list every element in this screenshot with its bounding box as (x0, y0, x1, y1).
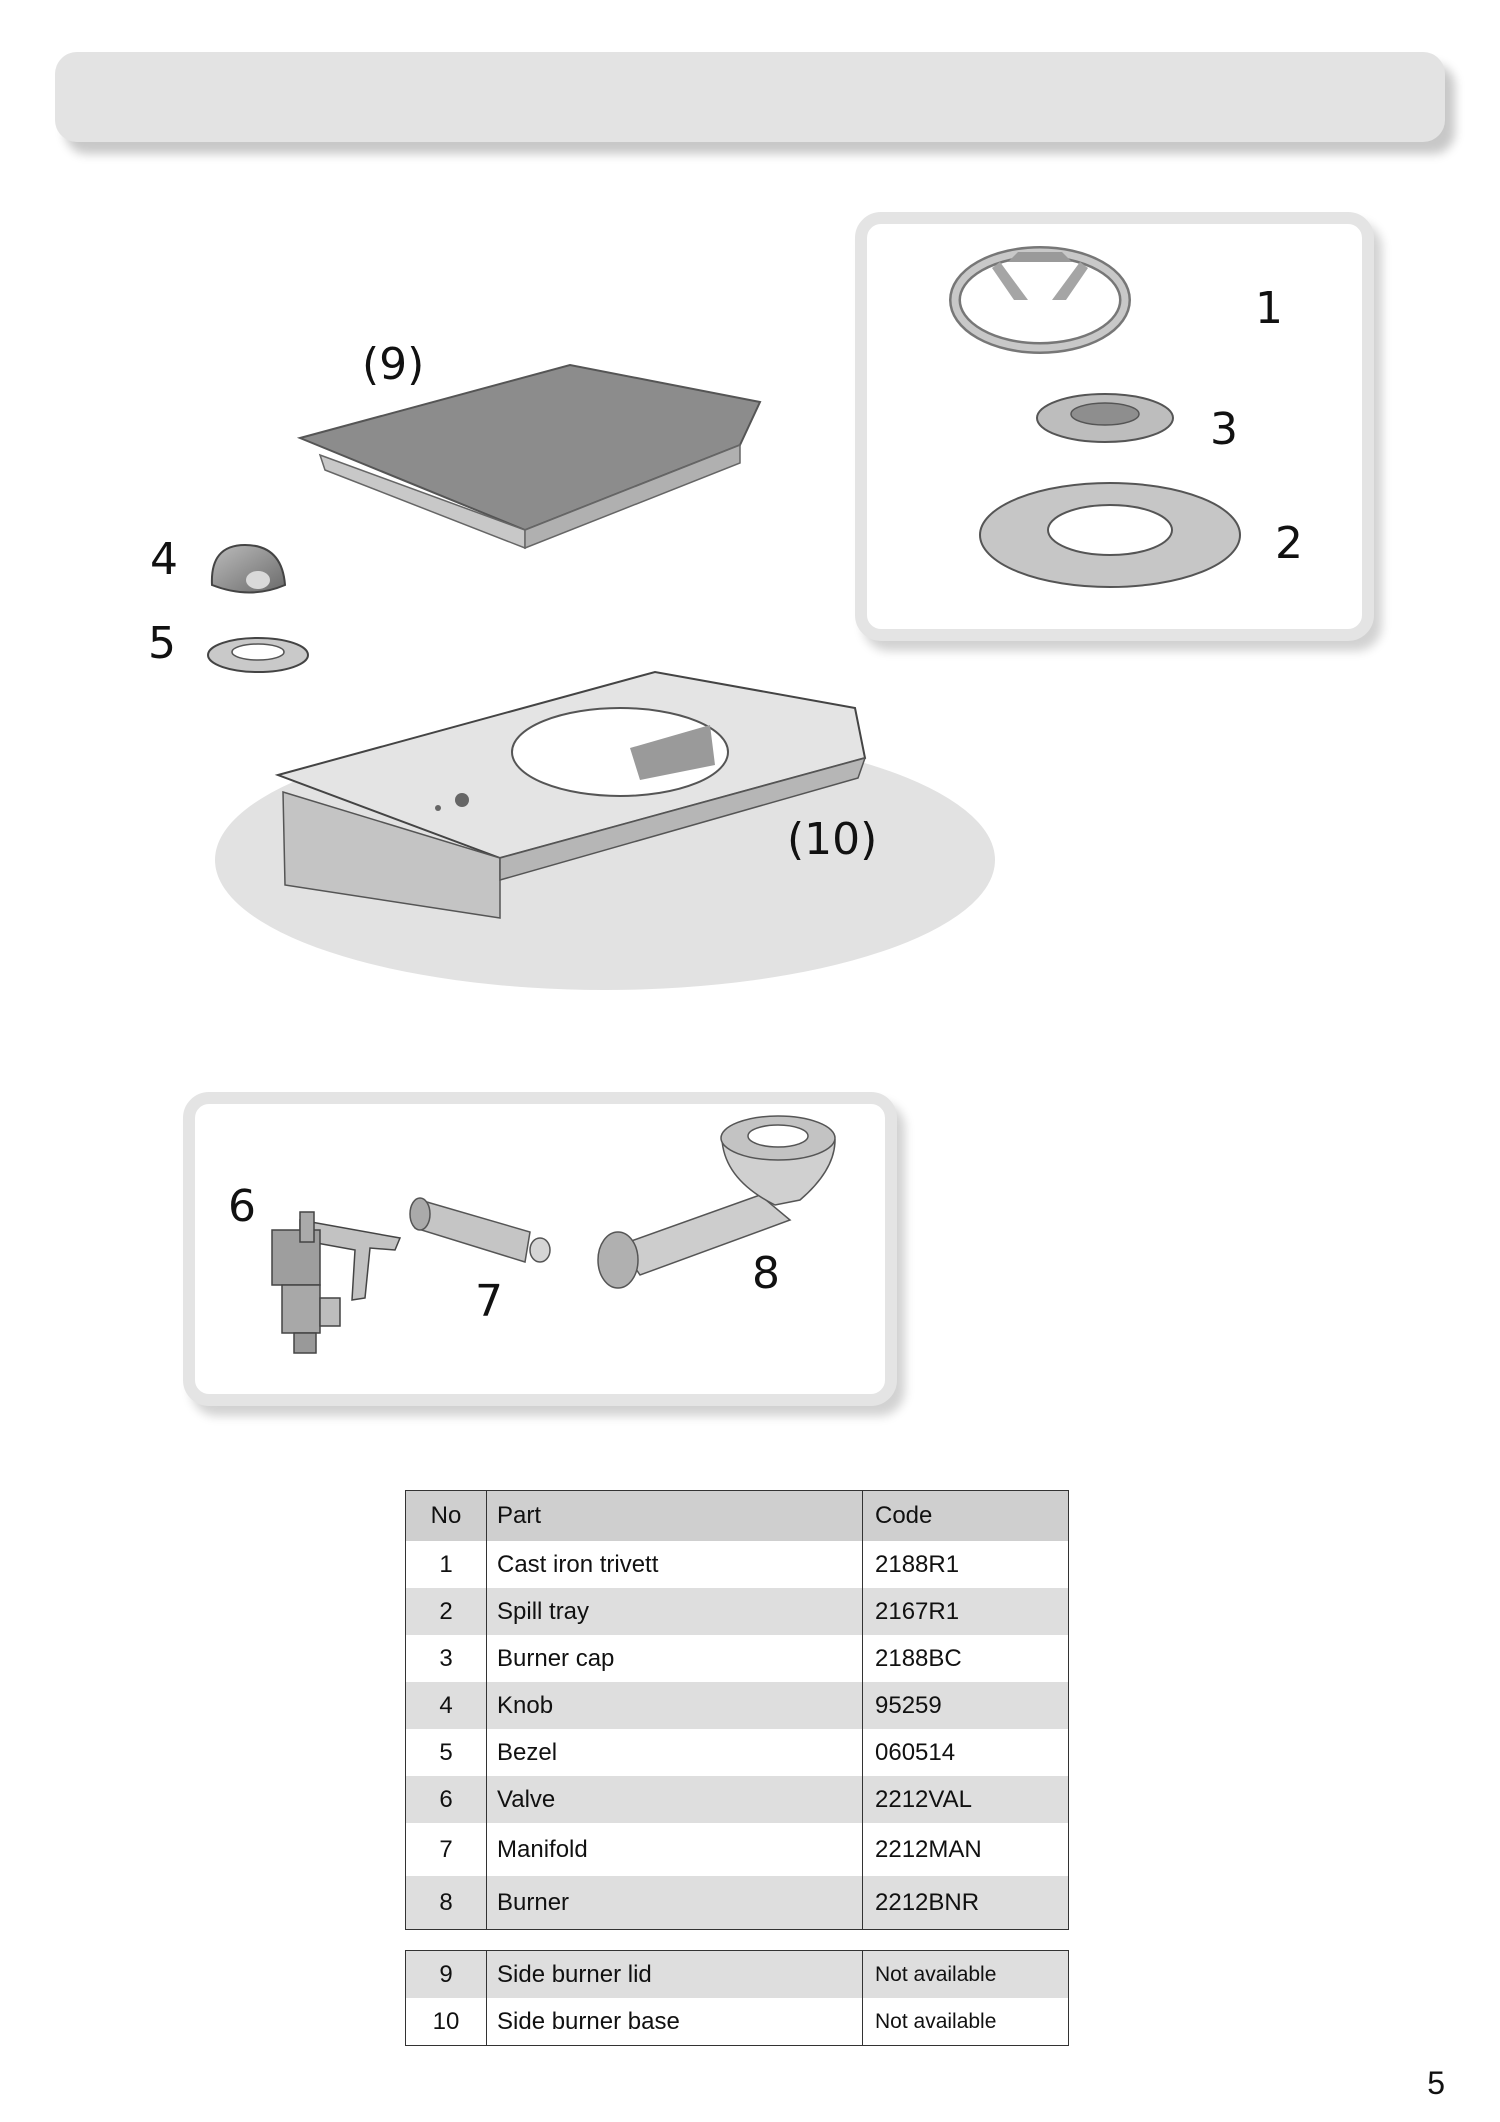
table-row: 7 Manifold 2212MAN (405, 1823, 1069, 1876)
unavailable-parts-table: 9 Side burner lid Not available 10 Side … (405, 1950, 1069, 2046)
table-row: 5 Bezel 060514 (405, 1729, 1069, 1776)
callout-3: 3 (1210, 404, 1238, 455)
row-code: 2167R1 (862, 1588, 1069, 1635)
row-code: Not available (862, 1998, 1069, 2046)
callout-1: 1 (1255, 283, 1283, 334)
callout-9: (9) (362, 339, 425, 390)
row-no: 6 (405, 1776, 487, 1823)
row-no: 2 (405, 1588, 487, 1635)
table-header-row: No Part Code (405, 1490, 1069, 1541)
row-no: 5 (405, 1729, 487, 1776)
row-part: Burner cap (486, 1635, 863, 1682)
row-part: Manifold (486, 1823, 863, 1876)
header-bar (55, 52, 1445, 142)
row-part: Spill tray (486, 1588, 863, 1635)
header-part: Part (486, 1490, 863, 1541)
row-no: 8 (405, 1876, 487, 1930)
callout-6: 6 (228, 1181, 256, 1232)
valve-drawing (271, 1211, 402, 1354)
row-part: Knob (486, 1682, 863, 1729)
row-no: 4 (405, 1682, 487, 1729)
row-no: 3 (405, 1635, 487, 1682)
table-row: 6 Valve 2212VAL (405, 1776, 1069, 1823)
table-row: 3 Burner cap 2188BC (405, 1635, 1069, 1682)
table-row: 10 Side burner base Not available (405, 1998, 1069, 2046)
trivet-drawing (949, 246, 1131, 354)
callout-4: 4 (150, 534, 178, 585)
manifold-drawing (409, 1197, 551, 1263)
table-row: 4 Knob 95259 (405, 1682, 1069, 1729)
side-burner-lid-drawing (296, 363, 762, 550)
exploded-parts-diagram (207, 246, 1241, 1354)
row-code: 2188R1 (862, 1541, 1069, 1588)
row-no: 9 (405, 1950, 487, 1998)
side-burner-base-drawing (274, 670, 867, 919)
knob-drawing (210, 543, 287, 594)
row-code: 2212BNR (862, 1876, 1069, 1930)
row-no: 7 (405, 1823, 487, 1876)
header-code: Code (862, 1490, 1069, 1541)
parts-table: No Part Code 1 Cast iron trivett 2188R1 … (405, 1490, 1069, 1930)
table-row: 1 Cast iron trivett 2188R1 (405, 1541, 1069, 1588)
row-part: Side burner base (486, 1998, 863, 2046)
table-row: 8 Burner 2212BNR (405, 1876, 1069, 1930)
table-row: 2 Spill tray 2167R1 (405, 1588, 1069, 1635)
row-code: 2188BC (862, 1635, 1069, 1682)
row-part: Burner (486, 1876, 863, 1930)
row-code: Not available (862, 1950, 1069, 1998)
callout-2: 2 (1275, 518, 1303, 569)
row-no: 1 (405, 1541, 487, 1588)
row-part: Cast iron trivett (486, 1541, 863, 1588)
bezel-drawing (207, 637, 309, 673)
header-no: No (405, 1490, 487, 1541)
row-part: Valve (486, 1776, 863, 1823)
row-code: 2212MAN (862, 1823, 1069, 1876)
row-code: 060514 (862, 1729, 1069, 1776)
row-part: Bezel (486, 1729, 863, 1776)
table-row: 9 Side burner lid Not available (405, 1950, 1069, 1998)
row-code: 2212VAL (862, 1776, 1069, 1823)
burner-cap-drawing (1036, 393, 1174, 443)
page-number: 5 (1427, 2065, 1445, 2101)
burner-drawing (597, 1115, 836, 1289)
row-code: 95259 (862, 1682, 1069, 1729)
row-no: 10 (405, 1998, 487, 2046)
callout-10: (10) (787, 814, 878, 865)
spill-tray-drawing (979, 482, 1241, 588)
row-part: Side burner lid (486, 1950, 863, 1998)
callout-5: 5 (148, 618, 176, 669)
callout-7: 7 (475, 1276, 503, 1327)
callout-8: 8 (752, 1248, 780, 1299)
